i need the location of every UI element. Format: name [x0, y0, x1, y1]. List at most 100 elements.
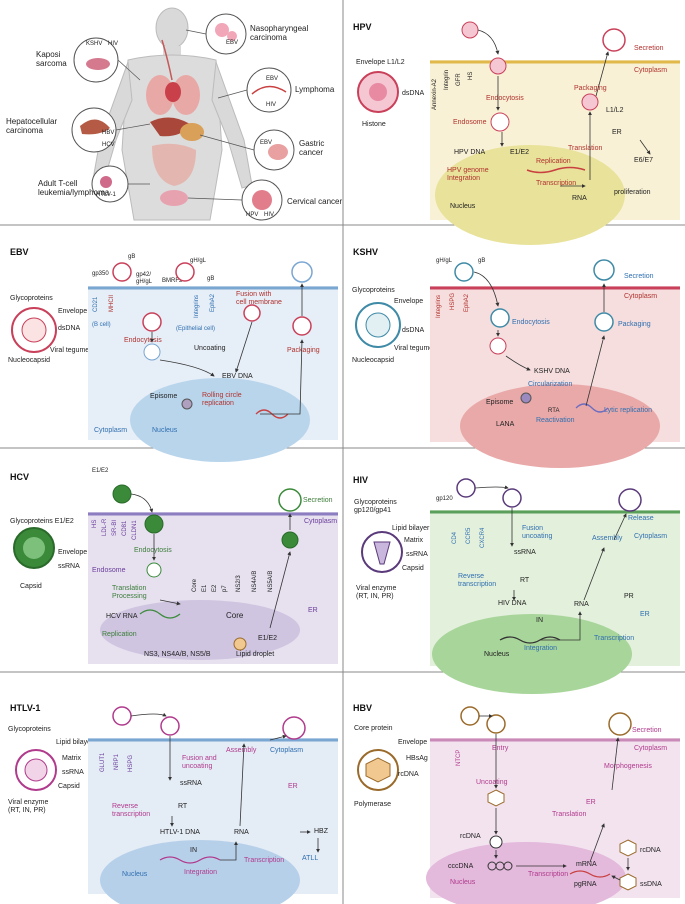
- htlv-receptor-hspg: HSPG: [128, 755, 134, 772]
- hiv-label-matrix: Matrix: [404, 537, 424, 544]
- hiv-integration: Integration: [524, 645, 557, 652]
- hcv-label-glyco: Glycoproteins E1/E2: [10, 518, 74, 525]
- hcv-protein-p7: p7: [222, 585, 228, 592]
- ebv-uncoating: Uncoating: [194, 345, 226, 352]
- hcv-lipid: Lipid droplet: [236, 651, 274, 658]
- kshv-cytoplasm: Cytoplasm: [624, 293, 657, 300]
- hiv-assembly: Assembly: [592, 535, 623, 542]
- kshv-label-dsdna: dsDNA: [402, 327, 425, 334]
- hcv-receptor-hs: HS: [92, 520, 98, 528]
- htlv-er: ER: [288, 783, 298, 790]
- ebv-receptor-integrins: Integrins: [194, 295, 200, 318]
- hpv-receptor-annexin: Annexin-A2: [432, 78, 438, 110]
- hpv-virion: [357, 71, 399, 113]
- hbv-nucleus-label: Nucleus: [450, 879, 476, 886]
- ebv-dna: EBV DNA: [222, 373, 253, 380]
- disease-circle-nasopharyngeal: [185, 13, 247, 55]
- hcv-receptor-e1e2: E1/E2: [92, 468, 109, 474]
- ebv-receptor-gp42: gp42/gH/gL: [136, 272, 153, 285]
- htlv-label-lipid: Lipid bilayer: [56, 739, 94, 746]
- htlv-atll: ATLL: [302, 855, 318, 862]
- hbv-label-rcdna: rcDNA: [398, 771, 419, 778]
- kshv-title: KSHV: [353, 247, 378, 257]
- hiv-nucleus: [432, 614, 632, 694]
- ebv-receptor-epha2: EphA2: [210, 293, 216, 312]
- ebv-receptor-gb2: gB: [207, 276, 214, 282]
- ebv-receptor-gb1: gB: [128, 254, 135, 260]
- hcv-cytoplasm: Cytoplasm: [304, 518, 337, 525]
- hiv-receptor-ccr5: CCR5: [466, 527, 472, 544]
- hcv-receptor-cd81: CD81: [122, 520, 128, 536]
- htlv-in: IN: [190, 847, 197, 854]
- hiv-rt: RT: [520, 577, 530, 584]
- htlv-dna: HTLV-1 DNA: [160, 829, 200, 836]
- hbv-label-core: Core protein: [354, 725, 393, 732]
- kshv-lytic: Lytic replication: [604, 407, 652, 414]
- tag-hpv-cervical: HPV: [246, 212, 258, 218]
- tag-ebv-gastric: EBV: [260, 140, 272, 146]
- hbv-uncoating: Uncoating: [476, 779, 508, 786]
- hpv-endocytosis: Endocytosis: [486, 95, 524, 102]
- hiv-virion: [361, 531, 403, 573]
- kshv-lana: LANA: [496, 421, 515, 428]
- hcv-title: HCV: [10, 472, 29, 482]
- hiv-er: ER: [640, 611, 650, 618]
- hcv-label-capsid: Capsid: [20, 583, 42, 590]
- hcv-replication: Replication: [102, 631, 137, 638]
- ebv-receptor-gp350: gp350: [92, 271, 109, 277]
- kshv-receptor-hspg: HSPG: [450, 293, 456, 310]
- ebv-cytoplasm: Cytoplasm: [94, 427, 127, 434]
- ebv-virion: [11, 307, 57, 353]
- hbv-mrna: mRNA: [576, 861, 597, 868]
- hiv-nucleus-label: Nucleus: [484, 651, 510, 658]
- htlv-panel: HTLV-1 Glycoproteins Lipid bilayer Matri…: [8, 703, 338, 904]
- kshv-dna: KSHV DNA: [534, 368, 570, 375]
- hpv-title: HPV: [353, 22, 372, 32]
- htlv-ssrna: ssRNA: [180, 780, 202, 787]
- hpv-rna: RNA: [572, 195, 587, 202]
- ebv-packaging: Packaging: [287, 347, 320, 354]
- kshv-label-glyco: Glycoproteins: [352, 287, 395, 294]
- kshv-rta: RTA: [548, 408, 559, 414]
- hcv-protein-e2: E2: [212, 584, 218, 592]
- htlv-title: HTLV-1: [10, 703, 40, 713]
- hpv-translation: Translation: [568, 145, 602, 152]
- htlv-integration: Integration: [184, 869, 217, 876]
- kshv-panel: KSHV Glycoproteins Envelope dsDNA Viral …: [352, 247, 680, 468]
- kshv-receptor-epha2: EphA2: [464, 293, 470, 312]
- hcv-secretion: Secretion: [303, 497, 333, 504]
- disease-circle-lymphoma: [217, 67, 292, 113]
- hpv-packaging: Packaging: [574, 85, 607, 92]
- hbv-cccdna: cccDNA: [448, 863, 474, 870]
- kshv-circularization: Circularization: [528, 381, 572, 388]
- kshv-virion: [355, 302, 401, 348]
- htlv-rna: RNA: [234, 829, 249, 836]
- hiv-label-ssrna: ssRNA: [406, 551, 428, 558]
- hcv-panel: HCV Glycoproteins E1/E2 Envelope ssRNA C…: [10, 468, 338, 664]
- kshv-receptor-gb: gB: [478, 258, 485, 264]
- htlv-virion: [15, 749, 57, 791]
- hbv-cytoplasm: Cytoplasm: [634, 745, 667, 752]
- hpv-receptor-integrin: Integrin: [444, 70, 450, 90]
- hpv-replication: Replication: [536, 158, 571, 165]
- hcv-e1e2: E1/E2: [258, 635, 277, 642]
- htlv-label-glyco: Glycoproteins: [8, 726, 51, 733]
- ebv-label-envelope: Envelope: [58, 308, 87, 315]
- kshv-label-nucleocapsid: Nucleocapsid: [352, 357, 394, 364]
- hcv-receptor-srbi: SR-BI: [112, 520, 118, 536]
- hiv-label-capsid: Capsid: [402, 565, 424, 572]
- htlv-label-ssrna: ssRNA: [62, 769, 84, 776]
- hcv-protein-ns4ab: NS4A/B: [252, 571, 258, 592]
- hbv-label-envelope: Envelope: [398, 739, 427, 746]
- ebv-nucleus: [130, 378, 310, 462]
